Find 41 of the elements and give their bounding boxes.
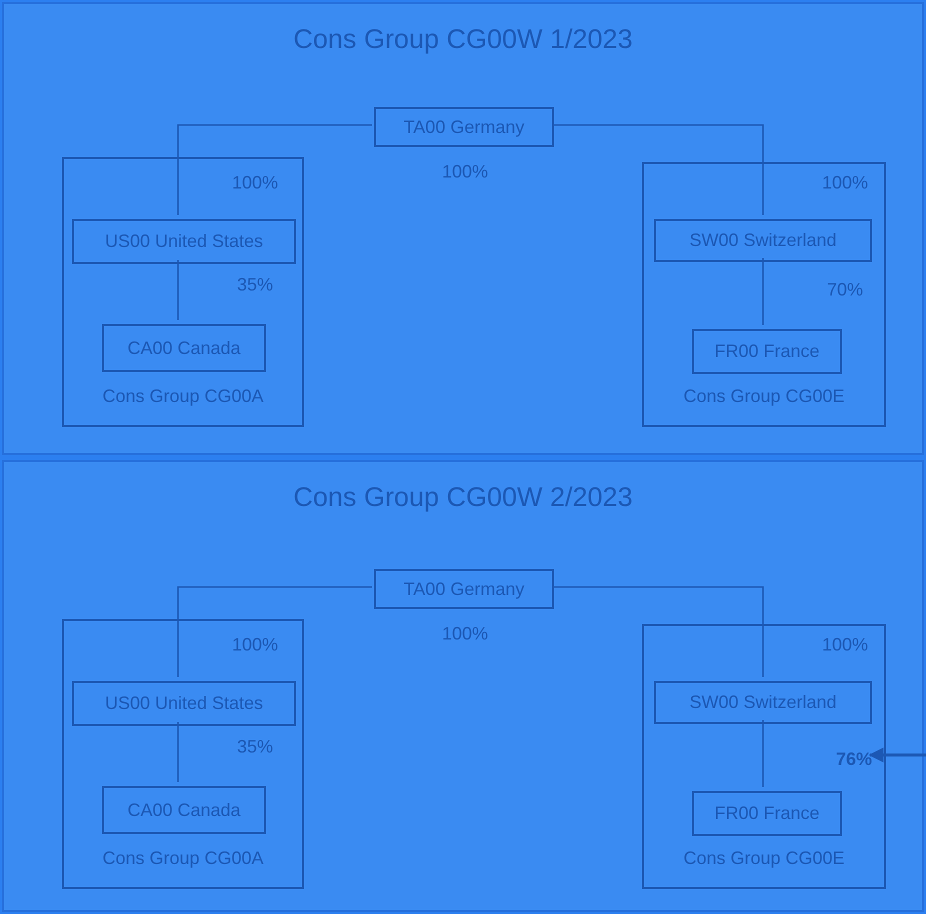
group-title: Cons Group CG00E [683,848,845,869]
group-box [642,162,886,427]
connector-line [177,260,179,320]
company-box: CA00 Canada [102,324,266,372]
company-box: CA00 Canada [102,786,266,834]
connector-line [177,722,179,782]
consolidation-panel [2,2,924,455]
group-title: Cons Group CG00A [102,386,264,407]
connector-line [552,586,764,677]
ownership-percentage: 100% [442,624,488,644]
group-title: Cons Group CG00A [102,848,264,869]
consolidation-panel [2,460,924,912]
edge-label: 35% [236,274,274,296]
edge-label: 35% [236,736,274,758]
connector-line [762,720,764,787]
group-title: Cons Group CG00E [683,386,845,407]
company-box: TA00 Germany [374,569,554,609]
connector-line [762,258,764,325]
connector-line [177,124,372,215]
company-box: FR00 France [692,791,842,836]
panel-title: Cons Group CG00W 2/2023 [293,482,633,513]
arrow [868,748,926,762]
company-box: US00 United States [72,219,296,264]
edge-label: 100% [822,634,868,656]
company-box: US00 United States [72,681,296,726]
group-box [62,619,304,889]
connector-line [552,124,764,215]
company-box: SW00 Switzerland [654,681,872,724]
edge-label: 100% [822,172,868,194]
company-box: TA00 Germany [374,107,554,147]
group-box [62,157,304,427]
edge-label: 100% [232,634,278,656]
edge-label: 70% [826,280,864,300]
company-box: SW00 Switzerland [654,219,872,262]
panel-title: Cons Group CG00W 1/2023 [293,24,633,55]
edge-label: 100% [232,172,278,194]
company-box: FR00 France [692,329,842,374]
group-box [642,624,886,889]
ownership-percentage: 100% [442,162,488,182]
connector-line [177,586,372,677]
highlighted-percentage: 76% [822,745,872,773]
